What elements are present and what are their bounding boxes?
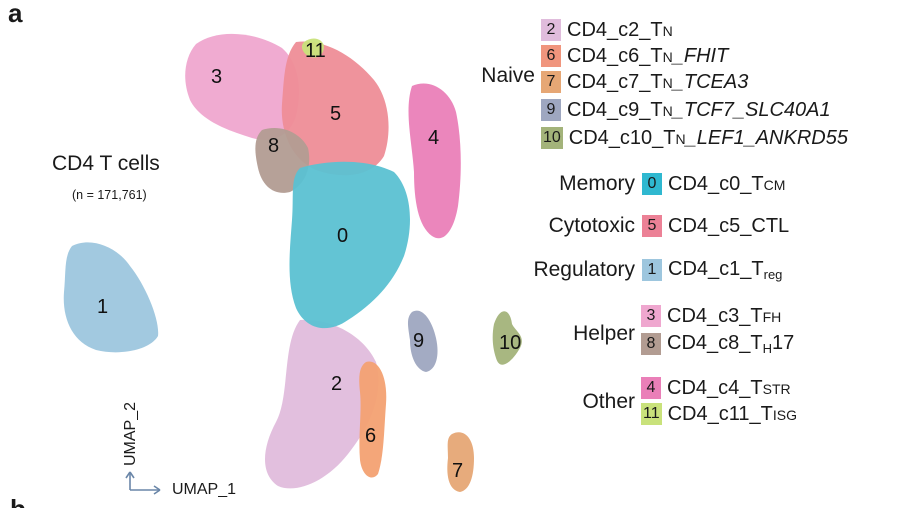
cluster-label-9: 9 — [413, 330, 424, 352]
umap-2-label: UMAP_2 — [122, 401, 139, 466]
cluster-label-6: 6 — [365, 425, 376, 447]
legend-swatch: 10 — [541, 127, 563, 149]
legend-label: CD4_c0_TCM — [668, 172, 786, 195]
cell-count: (n = 171,761) — [72, 188, 147, 202]
legend-label: CD4_c9_TN_TCF7_SLC40A1 — [567, 98, 831, 121]
legend-swatch: 8 — [641, 333, 661, 355]
cluster-label-7: 7 — [452, 460, 463, 482]
cluster-label-4: 4 — [428, 127, 439, 149]
cluster-label-0: 0 — [337, 225, 348, 247]
legend-label: CD4_c4_TSTR — [667, 376, 791, 399]
legend-label: CD4_c11_TISG — [667, 402, 797, 425]
cluster-label-5: 5 — [330, 103, 341, 125]
umap-1-label: UMAP_1 — [172, 481, 237, 498]
legend-swatch: 5 — [642, 215, 662, 237]
cluster-9-region — [408, 310, 438, 372]
legend-group-helper: Helper — [573, 322, 635, 345]
legend-swatch: 0 — [642, 173, 662, 195]
legend-group-regulatory: Regulatory — [533, 258, 635, 281]
legend-item-cluster-6: 6 CD4_c6_TN_FHIT — [541, 44, 728, 68]
cluster-7-region — [447, 432, 474, 492]
cluster-3-region — [185, 33, 300, 140]
cluster-2-region — [265, 319, 379, 489]
legend-group-other: Other — [582, 390, 635, 413]
legend-label: CD4_c7_TN_TCEA3 — [567, 70, 749, 93]
plot-title: CD4 T cells — [52, 152, 160, 175]
legend-swatch: 9 — [541, 99, 561, 121]
legend-label: CD4_c5_CTL — [668, 214, 790, 237]
cluster-5-region — [281, 41, 389, 176]
legend-label: CD4_c6_TN_FHIT — [567, 44, 729, 67]
cluster-10-region — [492, 311, 522, 365]
cluster-11-region — [301, 38, 324, 58]
legend-item-cluster-2: 2 CD4_c2_TN — [541, 18, 673, 42]
legend-label: CD4_c3_TFH — [667, 304, 782, 327]
legend-item-cluster-4: 4 CD4_c4_TSTR — [641, 376, 791, 400]
legend-swatch: 2 — [541, 19, 561, 41]
cluster-6-region — [359, 361, 387, 478]
legend-swatch: 6 — [541, 45, 561, 67]
legend-swatch: 1 — [642, 259, 662, 281]
legend-label: CD4_c2_TN — [567, 18, 673, 41]
cluster-label-3: 3 — [211, 66, 222, 88]
cluster-label-10: 10 — [499, 332, 521, 354]
legend-swatch: 7 — [541, 71, 561, 93]
legend-item-cluster-8: 8 CD4_c8_TH17 — [641, 332, 794, 356]
cluster-label-11: 11 — [305, 40, 326, 62]
cluster-label-2: 2 — [331, 373, 342, 395]
legend-swatch: 3 — [641, 305, 661, 327]
cluster-4-region — [408, 83, 461, 239]
next-panel-letter: b — [10, 494, 26, 508]
legend-label: CD4_c1_Treg — [668, 258, 783, 282]
legend-item-cluster-5: 5 CD4_c5_CTL — [642, 214, 789, 238]
legend-item-cluster-0: 0 CD4_c0_TCM — [642, 172, 785, 196]
legend-item-cluster-1: 1 CD4_c1_Treg — [642, 258, 782, 282]
legend-swatch: 11 — [641, 403, 662, 425]
legend-item-cluster-9: 9 CD4_c9_TN_TCF7_SLC40A1 — [541, 98, 831, 122]
cluster-label-8: 8 — [268, 135, 279, 157]
legend-label: CD4_c8_TH17 — [667, 332, 795, 356]
legend-swatch: 4 — [641, 377, 661, 399]
panel-letter: a — [8, 0, 23, 28]
cluster-1-region — [63, 242, 159, 353]
legend-item-cluster-7: 7 CD4_c7_TN_TCEA3 — [541, 70, 748, 94]
legend-group-cytotoxic: Cytotoxic — [548, 214, 635, 237]
cluster-label-1: 1 — [97, 296, 108, 318]
legend-item-cluster-3: 3 CD4_c3_TFH — [641, 304, 781, 328]
legend-group-naive: Naive — [481, 64, 535, 87]
cluster-0-region — [289, 161, 410, 329]
legend-group-memory: Memory — [559, 172, 635, 195]
legend-label: CD4_c10_TN_LEF1_ANKRD55 — [568, 126, 848, 149]
